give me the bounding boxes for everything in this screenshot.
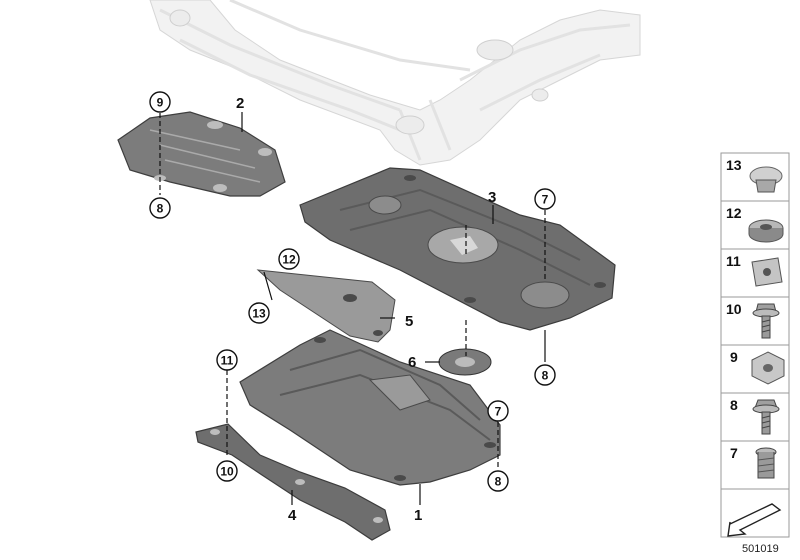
legend-label-9: 9 xyxy=(730,349,738,365)
spring-clip-icon xyxy=(751,351,785,385)
leader-lines xyxy=(159,112,546,505)
legend-label-13: 13 xyxy=(726,157,742,173)
part-5-plate xyxy=(256,269,396,343)
circled-10: 10 xyxy=(216,460,238,482)
hex-bolt-icon xyxy=(752,399,780,435)
circled-8-middle: 8 xyxy=(534,364,556,386)
push-clip-icon xyxy=(749,166,783,193)
part-6-disc xyxy=(438,348,492,376)
washer-icon xyxy=(748,219,784,243)
circled-12: 12 xyxy=(278,248,300,270)
clip-nut-icon xyxy=(751,257,783,287)
subframe xyxy=(149,0,641,166)
part-4-strip xyxy=(195,423,391,541)
svg-text:11: 11 xyxy=(221,354,234,368)
circled-callouts: 9 8 12 13 7 8 11 10 xyxy=(149,91,556,492)
circled-7-upper: 7 xyxy=(534,188,556,210)
part-3-shield xyxy=(299,167,616,331)
callout-6: 6 xyxy=(408,354,416,371)
callout-1: 1 xyxy=(414,507,422,524)
part-2-shield xyxy=(117,111,286,197)
flange-bolt-icon xyxy=(752,303,780,339)
legend-label-11: 11 xyxy=(726,253,741,269)
circled-13: 13 xyxy=(248,302,270,324)
callout-2: 2 xyxy=(236,95,244,112)
rivet-nut-icon xyxy=(755,447,777,479)
circled-8-bottom: 8 xyxy=(487,470,509,492)
part-1-shield xyxy=(239,329,501,486)
svg-text:12: 12 xyxy=(282,253,296,267)
svg-text:10: 10 xyxy=(220,465,234,479)
svg-text:8: 8 xyxy=(495,475,502,489)
circled-7-lower: 7 xyxy=(487,400,509,422)
svg-text:9: 9 xyxy=(157,96,164,110)
callout-5: 5 xyxy=(405,313,413,330)
circled-11: 11 xyxy=(216,349,238,371)
diagram-id: 501019 xyxy=(742,543,779,555)
legend-label-8: 8 xyxy=(730,397,738,413)
svg-text:8: 8 xyxy=(157,202,164,216)
circled-9-top: 9 xyxy=(149,91,171,113)
legend-label-12: 12 xyxy=(726,205,742,221)
callouts: 2 3 5 6 4 1 xyxy=(236,95,496,524)
svg-text:7: 7 xyxy=(495,405,502,419)
circled-8-top: 8 xyxy=(149,197,171,219)
legend-label-7: 7 xyxy=(730,445,738,461)
direction-arrow-icon xyxy=(727,503,782,537)
svg-text:7: 7 xyxy=(542,193,549,207)
fastener-legend: 13 12 11 10 9 8 7 xyxy=(720,152,790,538)
callout-3: 3 xyxy=(488,189,496,206)
svg-text:13: 13 xyxy=(252,307,266,321)
svg-text:8: 8 xyxy=(542,369,549,383)
legend-label-10: 10 xyxy=(726,301,742,317)
callout-4: 4 xyxy=(288,507,297,524)
